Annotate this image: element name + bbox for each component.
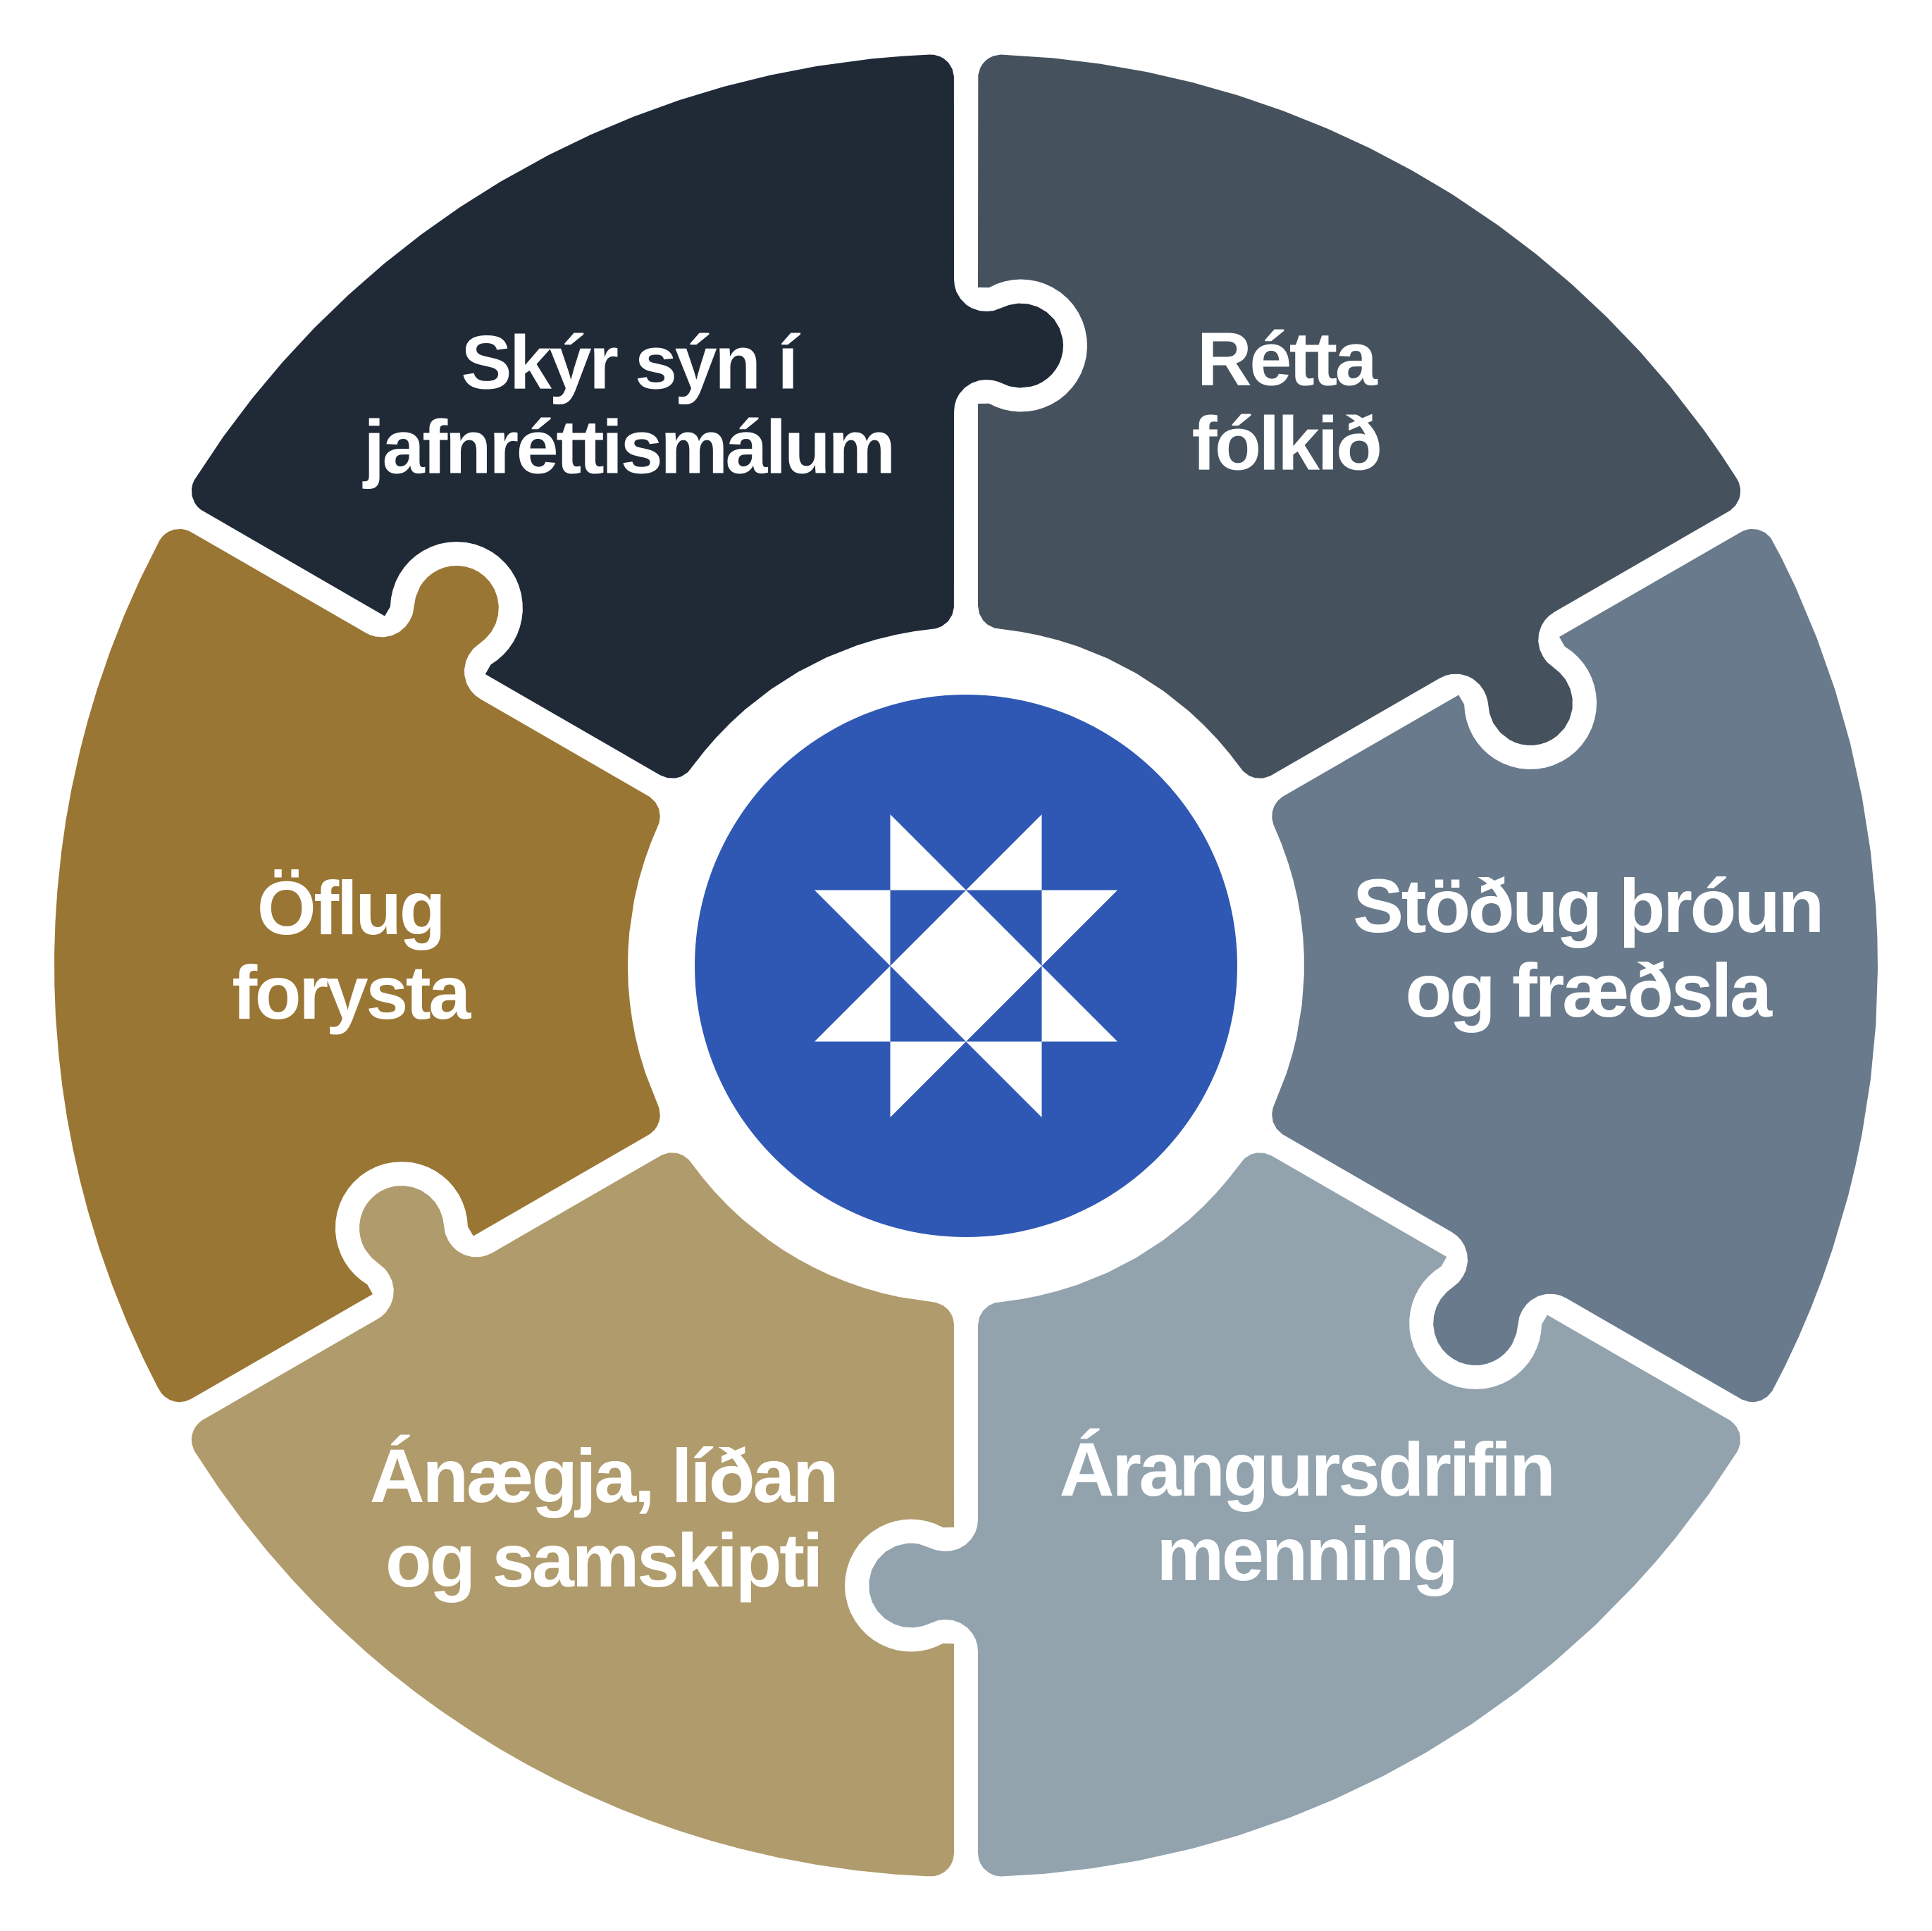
svg-text:Réttafólkið: Réttafólkið (1192, 316, 1380, 486)
svg-text:Ánægja, líðanog samskipti: Ánægja, líðanog samskipti (370, 1433, 837, 1603)
svg-text:Skýr sýn íjafnréttismálum: Skýr sýn íjafnréttismálum (362, 320, 893, 490)
svg-text:Stöðug þróunog fræðsla: Stöðug þróunog fræðsla (1353, 863, 1822, 1033)
svg-text:Árangursdrifinmenning: Árangursdrifinmenning (1059, 1427, 1553, 1596)
svg-text:Öflugforysta: Öflugforysta (232, 865, 471, 1035)
